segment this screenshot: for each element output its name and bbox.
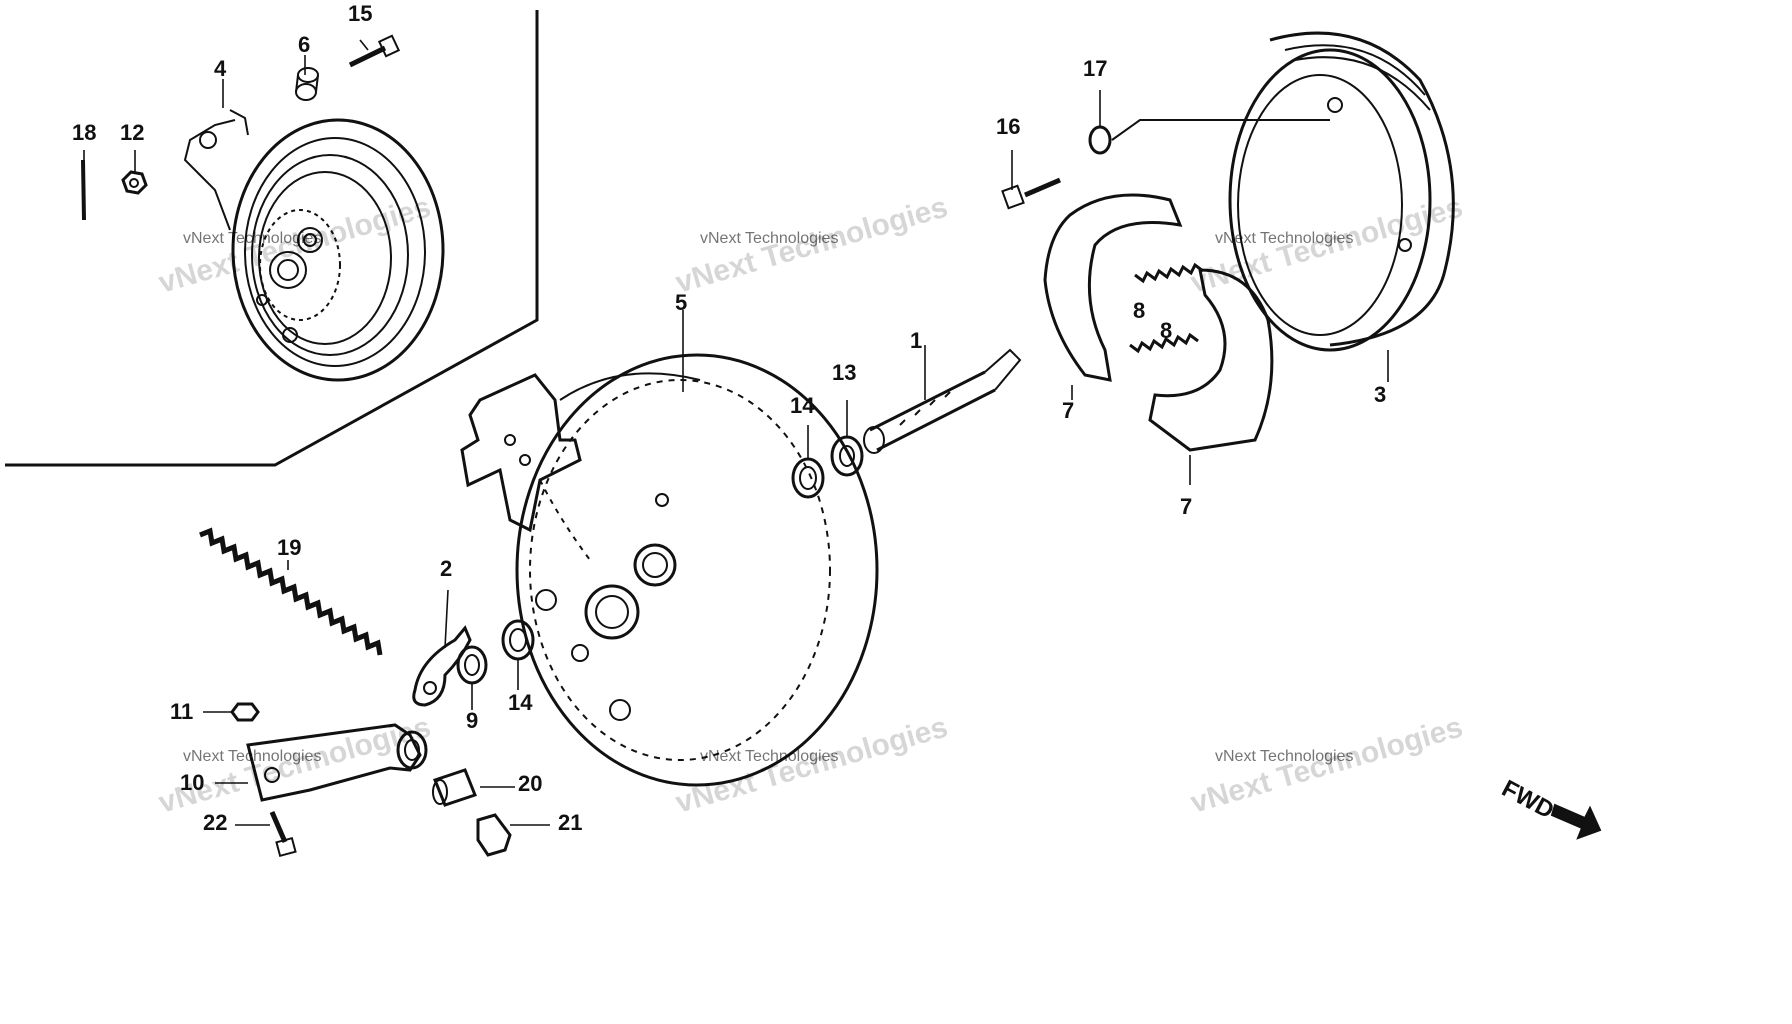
callout-16: 16 — [996, 114, 1021, 139]
callout-10: 10 — [180, 770, 205, 795]
callout-4: 4 — [214, 56, 227, 81]
indicator-plate-2 — [412, 625, 472, 707]
callout-20: 20 — [518, 771, 543, 796]
nut-11 — [230, 702, 260, 722]
seal-14-lower — [501, 619, 535, 661]
spring-19 — [199, 527, 383, 656]
pin-18 — [81, 159, 86, 221]
leader-17-to-drum — [1111, 119, 1330, 141]
callout-22: 22 — [203, 810, 228, 835]
callout-7-upper: 7 — [1062, 398, 1075, 423]
callout-18: 18 — [72, 120, 97, 145]
callout-5: 5 — [675, 290, 688, 315]
collar-6 — [295, 67, 319, 101]
callout-3: 3 — [1374, 382, 1387, 407]
nut-21 — [476, 813, 512, 857]
inset-frame — [5, 10, 539, 467]
brake-cam-1 — [863, 348, 1022, 454]
callout-8-lower: 8 — [1160, 318, 1173, 343]
washer-13 — [830, 435, 864, 477]
brake-drum-3 — [1228, 31, 1455, 352]
washer-17 — [1088, 125, 1112, 155]
callout-8-upper: 8 — [1133, 298, 1146, 323]
spring-8-lower — [1129, 332, 1199, 354]
seal-14-upper — [791, 457, 825, 499]
brake-panel-inset — [183, 109, 445, 382]
spring-8-upper — [1134, 262, 1204, 284]
bolt-22 — [269, 811, 297, 858]
collar-20 — [432, 768, 477, 807]
brake-shoe-7-upper — [1043, 193, 1183, 382]
bolt-15 — [348, 34, 401, 68]
callout-14-lower: 14 — [508, 690, 533, 715]
fwd-arrow-icon — [1550, 803, 1602, 840]
callout-15: 15 — [348, 1, 373, 26]
callout-13: 13 — [832, 360, 857, 385]
callout-14-upper: 14 — [790, 393, 815, 418]
callout-19: 19 — [277, 535, 302, 560]
nut-12 — [121, 170, 148, 195]
brake-shoe-7-lower — [1148, 268, 1274, 452]
callout-12: 12 — [120, 120, 145, 145]
brake-arm-10 — [246, 723, 428, 802]
leader-lines — [83, 39, 1389, 826]
callout-9: 9 — [466, 708, 479, 733]
washer-9 — [456, 645, 488, 685]
callout-1: 1 — [910, 328, 923, 353]
callout-11: 11 — [170, 699, 194, 724]
brake-panel-main — [460, 353, 879, 787]
callout-2: 2 — [440, 556, 453, 581]
callout-7-lower: 7 — [1180, 494, 1193, 519]
callout-17: 17 — [1083, 56, 1108, 81]
callout-6: 6 — [298, 32, 311, 57]
callout-21: 21 — [558, 810, 583, 835]
bolt-16 — [1001, 177, 1061, 210]
